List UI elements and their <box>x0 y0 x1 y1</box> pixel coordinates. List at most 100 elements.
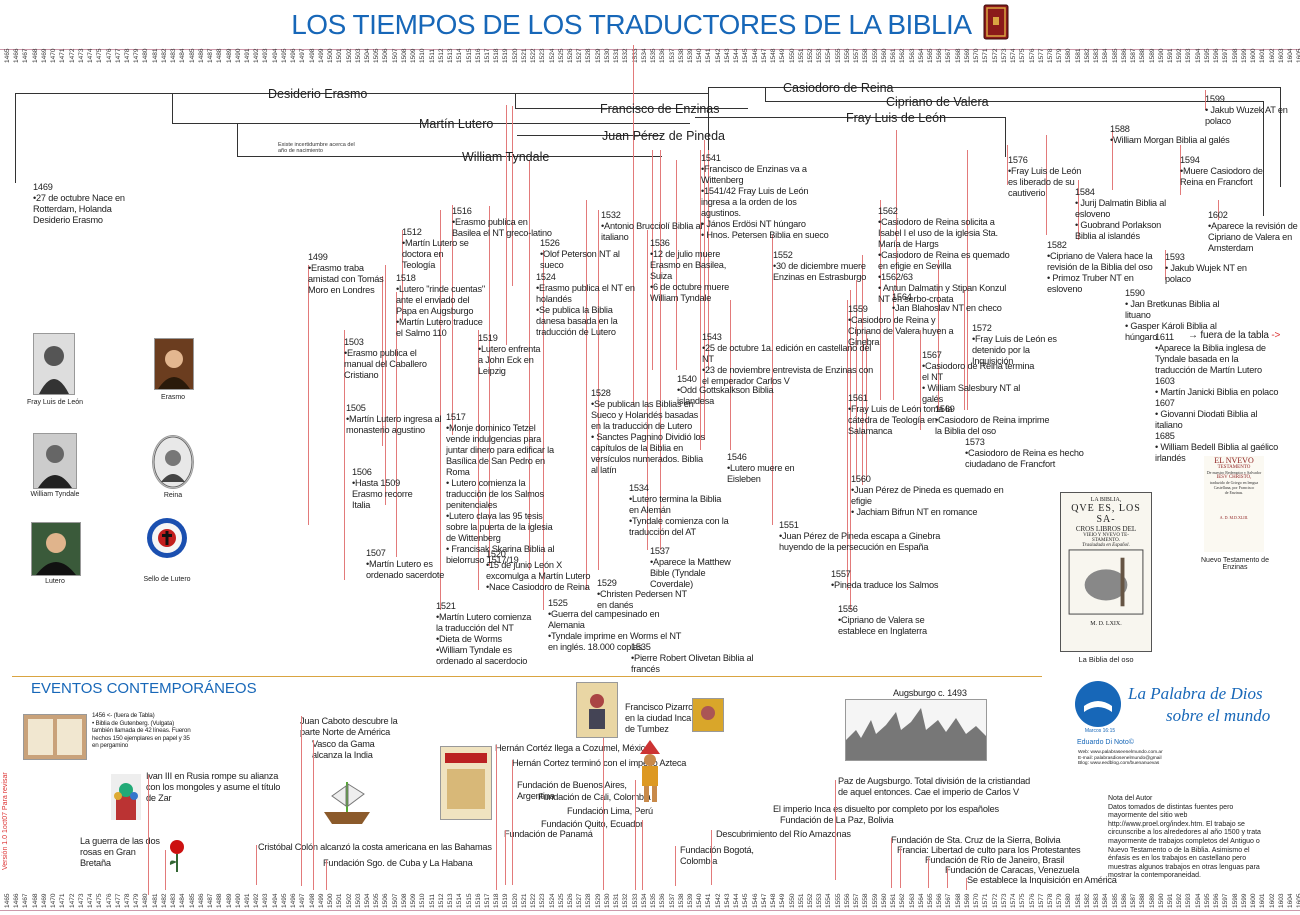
event-line: • Lutero comienza la traducción de los S… <box>446 478 544 510</box>
event-1543: 1543•25 de octubre 1a. edición en castel… <box>702 332 882 387</box>
connector-line <box>1180 145 1181 195</box>
connector-line <box>856 280 857 480</box>
connector-line <box>1218 200 1219 220</box>
contemporary-event: Descubrimiento del Río Amazonas <box>716 829 856 840</box>
event-line: •23 de noviembre entrevista de Enzinas c… <box>702 365 874 386</box>
connector-line <box>660 150 661 550</box>
contemporary-event-line: Fundación de Panamá <box>504 829 593 839</box>
event-year: 1525 <box>548 598 568 608</box>
event-line: •Cipriano de Valera se establece en Ingl… <box>838 615 927 636</box>
event-line: •Lutero clava las 95 tesis sobre la puer… <box>446 511 553 543</box>
event-1562: 1562•Casiodoro de Reina solicita a Isabe… <box>878 206 1013 305</box>
connector-line <box>603 700 604 890</box>
event-1534: 1534•Lutero termina la Biblia en Alemán•… <box>629 483 729 538</box>
connector-line <box>506 105 507 345</box>
event-1559: 1559•Casiodoro de Reina y Cipriano de Va… <box>848 304 958 348</box>
event-line: •Muere Casiodoro de Reina en Francfort <box>1180 166 1263 187</box>
event-1526: 1526•Olof Peterson NT al sueco <box>540 238 640 271</box>
connector-line <box>947 868 948 888</box>
event-line: 1685 <box>1155 431 1175 441</box>
portrait-reina-caption: Reina <box>163 492 183 499</box>
event-line: •Fray Luis de León toma la cátedra de Te… <box>848 404 953 436</box>
contemporary-event-line: Fundación de Buenos Aires, Argentina <box>517 780 627 801</box>
event-line: • János Erdösi NT húngaro <box>701 219 806 229</box>
event-line: •30 de diciembre muere Enzinas en Estras… <box>773 261 867 282</box>
event-year: 1499 <box>308 252 328 262</box>
event-line: •Guerra del campesinado en Alemania <box>548 609 660 630</box>
event-year: 1556 <box>838 604 858 614</box>
connector-line <box>301 716 302 886</box>
event-1529: 1529•Christen Pedersen NT en danés <box>597 578 697 611</box>
connector-line <box>256 845 257 885</box>
event-line: •Pierre Robert Olivetan Biblia al francé… <box>631 653 754 674</box>
bible-book-icon <box>983 4 1009 40</box>
event-1469: 1469•27 de octubre Nace en Rotterdam, Ho… <box>33 182 148 226</box>
event-1517: 1517•Monje dominico Tetzel vende indulge… <box>446 412 556 566</box>
connector-line <box>385 265 386 505</box>
contemporary-event: Hernán Cortéz llega a Cozumel, México <box>495 743 665 754</box>
contemporary-event-line: 1456 <- (fuera de Tabla) <box>92 712 155 719</box>
event-1546: 1546•Lutero muere en Eisleben <box>727 452 827 485</box>
event-line: •William Morgan Biblia al galés <box>1110 135 1230 145</box>
event-year: 1562 <box>878 206 898 216</box>
event-year: 1541 <box>701 153 721 163</box>
event-line: •Se publica la Biblia danesa basada en l… <box>536 305 618 337</box>
contemporary-event: Francisco Pizarro en la ciudad Inca de T… <box>625 702 695 735</box>
event-year: 1590 <box>1125 288 1145 298</box>
event-line: •Juan Pérez de Pineda es quemado en efig… <box>851 485 1004 506</box>
person-leon: Fray Luis de León <box>846 111 947 125</box>
portrait-lutero-image <box>31 522 81 576</box>
contemporary-event-line: Vasco da Gama alcanza la India <box>312 739 375 760</box>
contemporary-event: Fundación de Caracas, Venezuela <box>945 865 1125 876</box>
contemporary-event: Fundación de Río de Janeiro, Brasil <box>925 855 1105 866</box>
connector-line <box>517 135 662 136</box>
event-line: •Erasmo publica el manual del Caballero … <box>344 348 427 380</box>
event-year: 1602 <box>1208 210 1228 220</box>
connector-line <box>1078 180 1079 240</box>
event-line: •1541/42 Fray Luis de León ingresa a la … <box>701 186 809 218</box>
event-line: •Fray Luis de León es liberado de su cau… <box>1008 166 1082 198</box>
connector-line <box>1046 135 1047 235</box>
connector-line <box>772 235 773 525</box>
event-line: • Jakub Wuzek AT en polaco <box>1205 105 1288 126</box>
gutenberg-bible-image <box>23 714 87 760</box>
event-1520: 1520•15 de junio León X excomulga a Mart… <box>486 549 591 593</box>
event-line: • Antun Dalmatin y Stipan Konzul NT en s… <box>878 283 1007 304</box>
portrait-tyndale-caption: William Tyndale <box>30 491 80 498</box>
event-1507: 1507•Martín Lutero es ordenado sacerdote <box>366 548 446 581</box>
kremlin-church-image <box>111 774 141 820</box>
event-line: 1603 <box>1155 376 1175 386</box>
connector-line <box>15 93 708 94</box>
portrait-lutero-caption: Lutero <box>45 578 65 585</box>
contemporary-event-line: Cristóbal Colón alcanzó la costa america… <box>258 842 492 852</box>
contemporary-event-line: Fundación de Sta. Cruz de la Sierra, Bol… <box>891 835 1061 845</box>
event-1505: 1505•Martín Lutero ingresa al monasterio… <box>346 403 446 436</box>
event-line: •Se publican las Biblias en Sueco y Hola… <box>591 399 699 431</box>
connector-line <box>308 265 309 525</box>
event-1524: 1524•Erasmo publica el NT en holandés•Se… <box>536 272 641 338</box>
contemporary-event: Fundación Quito, Ecuador <box>541 819 646 830</box>
event-1537: 1537•Aparece la Matthew Bible (Tyndale C… <box>650 546 750 590</box>
event-line: •Juan Pérez de Pineda escapa a Ginebra h… <box>779 531 941 552</box>
birth-uncertainty-note: Existe incertidumbre acerca del año de n… <box>278 142 355 154</box>
contemporary-event: Fundación de Buenos Aires, Argentina <box>517 780 662 802</box>
event-year: 1521 <box>436 601 456 611</box>
fuera-tabla-note: → fuera de la tabla -> <box>1188 330 1281 341</box>
biblia-oso-image: LA BIBLIA, QVE ES, LOS SA- CROS LIBROS D… <box>1060 492 1152 652</box>
event-year: 1536 <box>650 238 670 248</box>
event-1525: 1525•Guerra del campesinado en Alemania•… <box>548 598 688 653</box>
person-enzinas: Francisco de Enzinas <box>600 102 720 116</box>
event-year: 1611 <box>1155 332 1174 342</box>
connector-line <box>452 205 453 435</box>
event-line: •Martín Lutero ingresa al monasterio agu… <box>346 414 442 435</box>
event-1602: 1602•Aparece la revisión de Cipriano de … <box>1208 210 1300 254</box>
event-line: •Casiodoro de Reina es hecho ciudadano d… <box>965 448 1084 469</box>
ship-icon <box>324 782 370 824</box>
connector-line <box>675 846 676 886</box>
connector-line <box>237 156 662 157</box>
event-1503: 1503•Erasmo publica el manual del Caball… <box>344 337 434 381</box>
contemporary-event-line: Fundación de Caracas, Venezuela <box>945 865 1080 875</box>
event-1512: 1512•Martín Lutero se doctora en Teologí… <box>402 227 477 271</box>
event-line: •Martín Lutero se doctora en Teología <box>402 238 469 270</box>
